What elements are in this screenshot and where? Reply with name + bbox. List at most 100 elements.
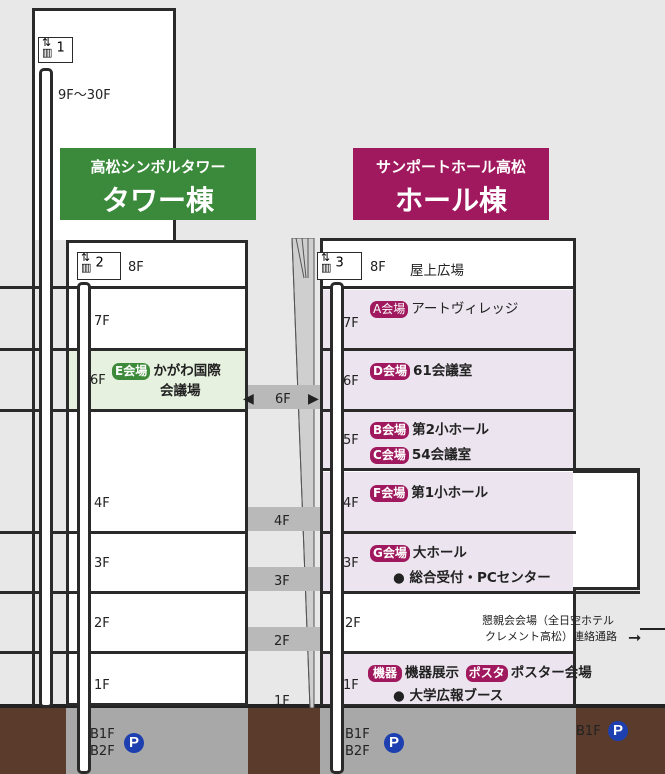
tower-floorline [0,409,248,412]
tower-floorline [0,286,248,289]
tower-left-wall [32,240,35,706]
hall-bg-4f [323,472,573,531]
hall-bg-3f [323,534,573,591]
posta-badge: ポスタ [465,665,508,682]
hall-bg-1f [323,654,573,704]
tower-floor-2f: 2F [94,616,110,631]
parking-icon: P [384,733,404,753]
venue-c-name: 54会議室 [411,447,472,463]
elevator-2-floor: 8F [128,260,144,275]
elevator-1-range: 9F〜30F [58,88,111,103]
hall-bg-5f [323,412,573,468]
hall-bg-6f [323,351,573,409]
parking-icon: P [608,721,628,741]
hall-b2f: B2F [345,744,370,759]
hall-floorline [320,348,576,351]
venue-e-name-line2: 会議場 [160,383,201,399]
elevator-3-floor: 8F [370,260,386,275]
hall-floor-2f: 2F [345,616,361,631]
elevator-1-number: 1 [56,40,65,56]
tower-title: タワー棟 [101,184,214,217]
hall-floor-5f: 5F [343,433,359,448]
hall-floorline [320,591,640,594]
venue-e-name: かがわ国際 [153,363,221,379]
kiki-badge: 機器 [368,665,403,682]
rooftop-plaza: 屋上広場 [410,263,464,279]
tower-subtitle: 高松シンボルタワー [90,158,226,176]
elevator-1-sign: ⇅▥ 1 [38,37,73,63]
basement-tower [66,708,248,774]
venue-f: F会場第1小ホール [370,481,488,502]
university-booth: ● 大学広報ブース [393,688,504,704]
venue-f-name: 第1小ホール [411,485,489,501]
hall-floor-7f: 7F [343,316,359,331]
elevator-3-shaft [330,282,344,774]
venue-f-badge: F会場 [370,485,409,502]
tower-floor-4f: 4F [94,496,110,511]
connection-line2: クレメント高松）連絡通路 [485,630,617,643]
venue-g-name: 大ホール [412,545,467,561]
bridge-6f [248,385,320,409]
tower-floorline [0,531,248,534]
venue-a: A会場アートヴィレッジ [370,297,518,318]
hall-bg-7f [323,290,573,348]
bridge-2f [248,627,320,651]
hall-floor-3f: 3F [343,556,359,571]
venue-g-sub: ● 総合受付・PCセンター [393,570,551,586]
bridge-3f-label: 3F [274,574,290,589]
connection-line-top [640,628,665,630]
tower-floor-3f: 3F [94,556,110,571]
tower-b1f: B1F [90,727,115,742]
bridge-6f-arrow: ◀ [243,391,254,407]
elevator-2-number: 2 [95,255,104,271]
venue-1f: 機器機器展示 ポスタポスター会場 [368,661,592,682]
venue-d-name: 61会議室 [412,363,473,379]
tower-floor-6f: 6F [90,373,106,388]
tower-b2f: B2F [90,744,115,759]
connection-arrow-icon: ➞ [628,628,642,647]
hall-floor-4f: 4F [343,496,359,511]
hall-b1f: B1F [345,727,370,742]
hall-title: ホール棟 [394,184,507,217]
hall-floorline [320,286,576,289]
hall-floorline [320,468,640,471]
venue-g: G会場大ホール [370,541,467,562]
posta-name: ポスター会場 [510,665,592,681]
bridge-3f [248,567,320,591]
bridge-6f-label: 6F [275,392,291,407]
elevator-2-sign: ⇅▥ 2 [77,252,121,280]
venue-a-name: アートヴィレッジ [411,301,519,317]
tower-floorline [0,591,248,594]
hall-subtitle: サンポートホール高松 [375,158,526,176]
elevator-icon: ⇅▥ [321,251,332,274]
basement-hall [320,708,576,774]
venue-e: E会場かがわ国際 [112,359,221,380]
hall-banner: サンポートホール高松 ホール棟 [353,148,549,220]
bridge-4f [248,507,320,531]
elevator-3-number: 3 [335,255,344,271]
venue-b-name: 第2小ホール [412,422,490,438]
tower-floor-7f: 7F [94,314,110,329]
venue-a-badge: A会場 [370,301,409,318]
venue-e-badge: E会場 [112,363,151,380]
elevator-icon: ⇅▥ [81,251,92,274]
tower-block [66,240,248,706]
connection-line1: 懇親会会場（全日空ホテル [482,614,614,627]
venue-c-badge: C会場 [370,447,409,464]
elevator-2-shaft [77,282,91,774]
tower-6f-venue-bg [69,351,245,409]
bridge-4f-label: 4F [274,514,290,529]
parking-icon: P [124,733,144,753]
hall-floorline [320,531,576,534]
tower-floorline [0,348,248,351]
elevator-icon: ⇅▥ [42,36,53,59]
venue-b: B会場第2小ホール [370,418,489,439]
bridge-1f-label: 1F [274,694,290,709]
venue-g-badge: G会場 [370,545,410,562]
tower-banner: 高松シンボルタワー タワー棟 [60,148,256,220]
venue-b-badge: B会場 [370,422,410,439]
hall-floor-6f: 6F [343,374,359,389]
tower-floorline [0,651,248,654]
